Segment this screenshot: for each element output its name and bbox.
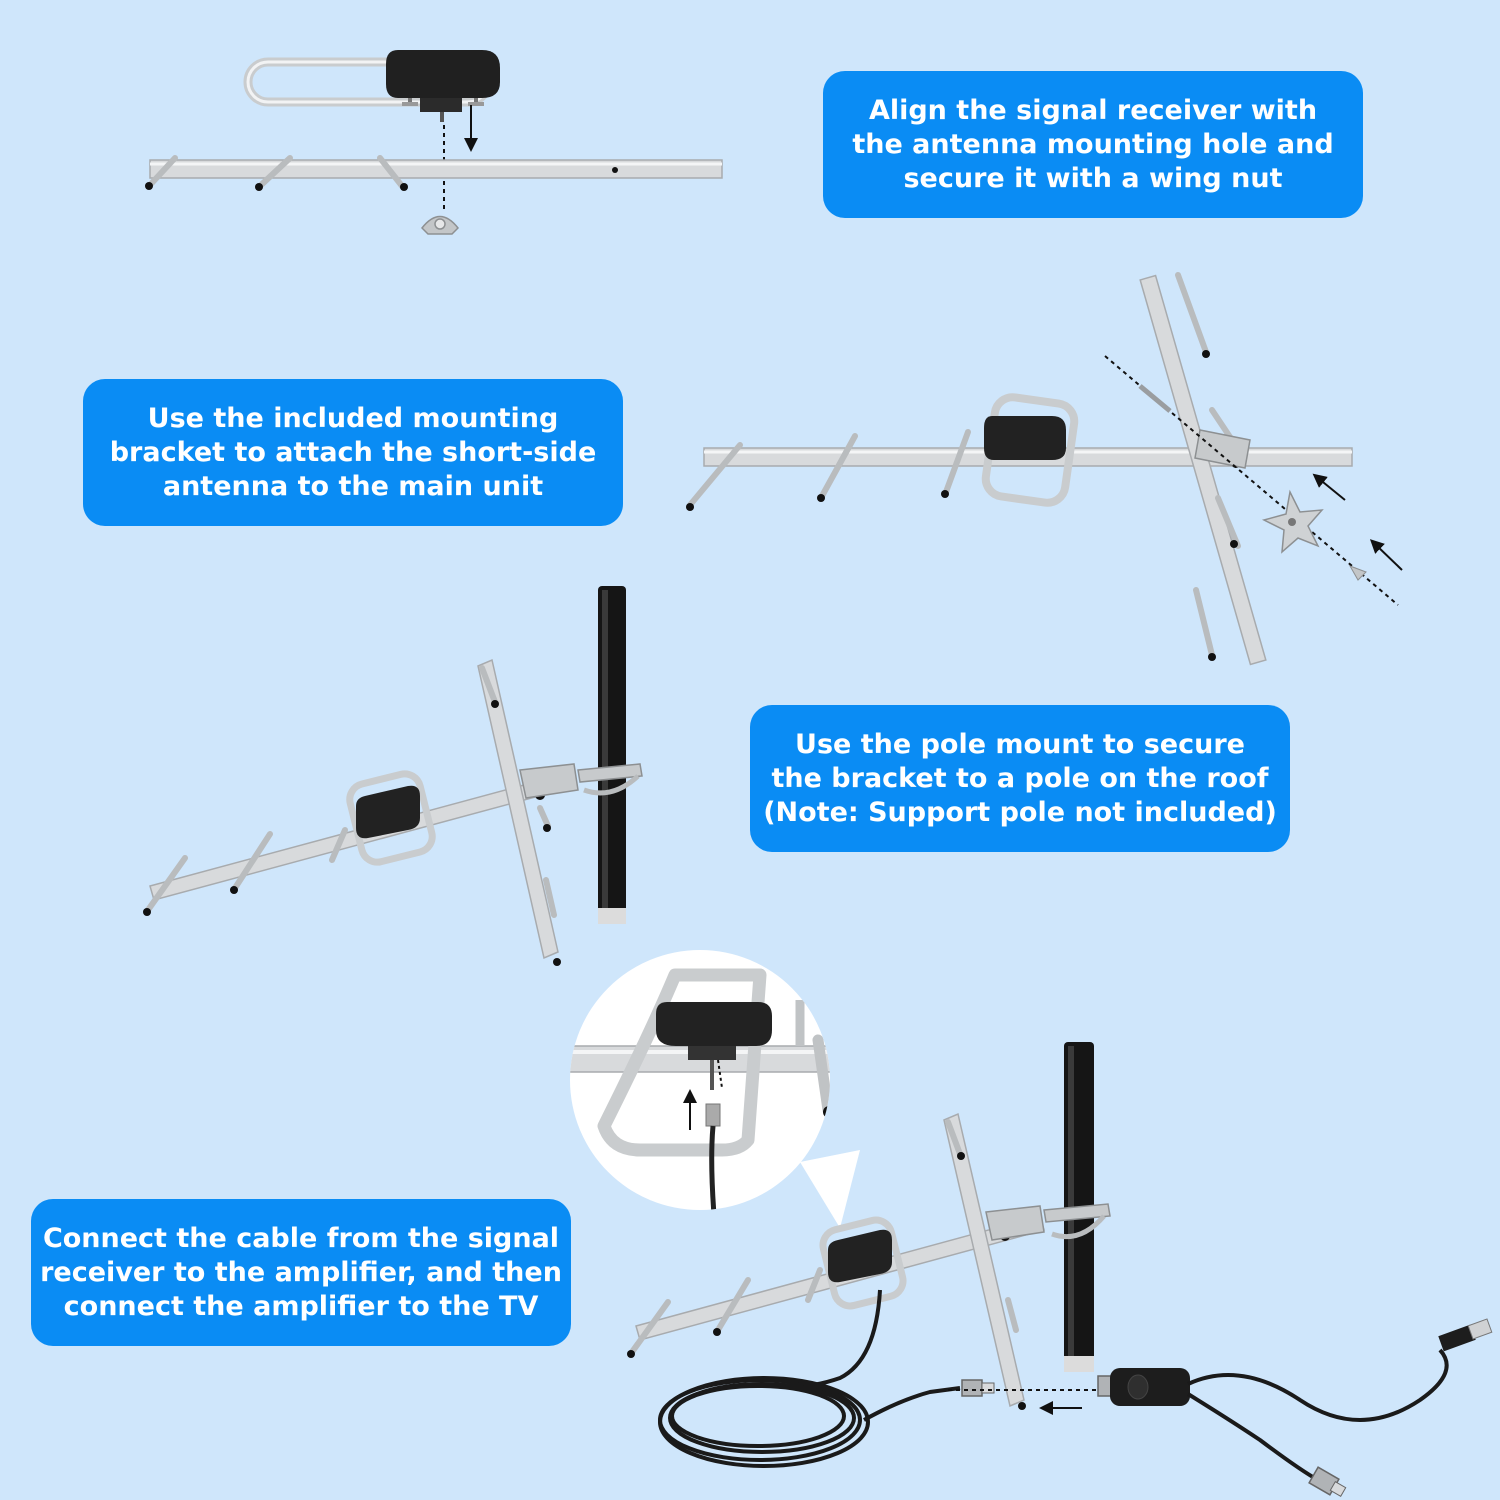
signal-receiver	[828, 1229, 892, 1283]
step-2-line-3: antenna to the main unit	[162, 470, 544, 502]
coaxial-cable-coil	[658, 1289, 961, 1468]
wing-nut-icon	[1348, 565, 1367, 581]
step-2-callout: Use the included mounting bracket to att…	[83, 379, 623, 526]
coax-connector-icon	[961, 1379, 995, 1397]
pole-mount-clamp	[577, 763, 643, 783]
signal-receiver	[356, 785, 420, 839]
step-3-illustration	[143, 586, 643, 966]
mounting-bracket-icon	[1194, 429, 1251, 469]
usb-plug-icon	[1438, 1318, 1493, 1352]
step-2-line-1: Use the included mounting	[147, 402, 559, 434]
step-3-line-1: Use the pole mount to secure	[795, 728, 1245, 760]
step-1-line-2: the antenna mounting hole and	[852, 128, 1334, 160]
mounting-bracket-icon	[985, 1205, 1045, 1241]
signal-receiver	[386, 50, 500, 98]
mounting-bracket-icon	[519, 763, 579, 799]
step-1-callout: Align the signal receiver with the anten…	[823, 71, 1363, 218]
coax-connector-icon	[1308, 1466, 1347, 1498]
step-4-line-3: connect the amplifier to the TV	[63, 1290, 539, 1322]
zoom-detail-circle	[570, 950, 830, 1210]
step-1-line-1: Align the signal receiver with	[868, 94, 1318, 126]
step-3-callout: Use the pole mount to secure the bracket…	[750, 705, 1290, 852]
cross-nut-icon	[1261, 489, 1324, 554]
short-side-antenna	[477, 658, 559, 960]
step-3-line-2: the bracket to a pole on the roof	[771, 762, 1269, 794]
step-4-line-1: Connect the cable from the signal	[42, 1222, 560, 1254]
signal-amplifier	[1097, 1368, 1190, 1406]
short-side-antenna	[1139, 274, 1267, 666]
step-1-illustration	[145, 50, 723, 235]
short-side-antenna	[943, 1112, 1025, 1408]
wing-nut-icon	[420, 215, 460, 235]
step-4-illustration	[570, 950, 1493, 1498]
step-2-line-2: bracket to attach the short-side	[109, 436, 597, 468]
step-4-callout: Connect the cable from the signal receiv…	[31, 1199, 571, 1346]
signal-receiver	[984, 416, 1066, 460]
step-3-line-3: (Note: Support pole not included)	[763, 796, 1277, 828]
step-1-line-3: secure it with a wing nut	[903, 162, 1283, 194]
pole-mount-clamp	[1043, 1203, 1111, 1223]
step-2-illustration	[686, 272, 1403, 666]
step-4-line-2: receiver to the amplifier, and then	[40, 1256, 562, 1288]
